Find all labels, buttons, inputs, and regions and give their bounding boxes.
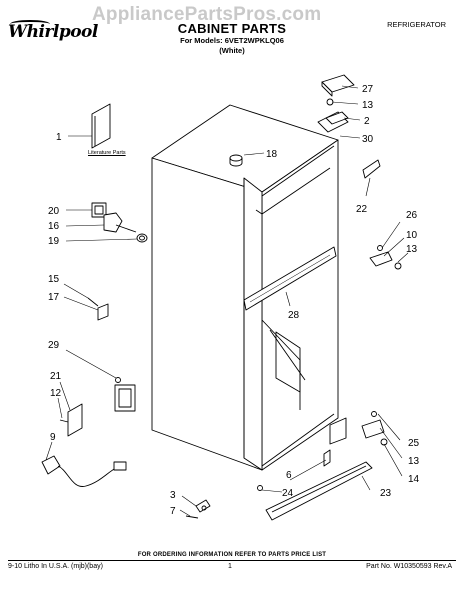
whirlpool-logo: Whirlpool (8, 22, 98, 42)
callout-label: 26 (406, 210, 418, 221)
bottom-hinge-part (361, 411, 388, 446)
callout-label: 29 (48, 340, 60, 351)
door-stop-part (362, 159, 381, 179)
callout-label: 10 (406, 230, 418, 241)
callout-label: 13 (408, 456, 420, 467)
cabinet-shell (114, 104, 349, 471)
page-number: 1 (228, 563, 232, 570)
color-note: (White) (219, 46, 245, 55)
side-cover-part (67, 403, 83, 437)
base-grille-part (265, 461, 373, 521)
document-part-number: Part No. W10350593 Rev.A (366, 563, 452, 570)
top-hinge-part (325, 111, 349, 125)
callout-label: 2 (364, 116, 370, 127)
callout-label: 27 (362, 84, 374, 95)
callout-label: 24 (282, 488, 294, 499)
whirlpool-logo-swoosh (10, 20, 50, 28)
callout-label: 15 (48, 274, 60, 285)
callout-label: 22 (356, 204, 368, 215)
screw-part (59, 419, 69, 423)
screw-part (115, 377, 121, 383)
callout-label: 14 (408, 474, 420, 485)
page-title: CABINET PARTS (177, 21, 287, 36)
callout-label: 28 (288, 310, 300, 321)
screw-part (257, 485, 263, 491)
callout-label: 16 (48, 221, 60, 232)
printing-info: 9-10 Litho In U.S.A. (mjb)(bay) (8, 563, 103, 570)
roller-part (185, 499, 211, 519)
callout-label: 3 (170, 490, 176, 501)
callout-label: 19 (48, 236, 60, 247)
callout-label: 23 (380, 488, 392, 499)
callout-label: 18 (266, 149, 278, 160)
callout-label: 6 (286, 470, 292, 481)
hinge-cover-part (321, 74, 355, 97)
leader-lines (45, 85, 409, 517)
bracket-part (323, 449, 331, 467)
literature-booklet-part (91, 103, 111, 149)
callout-label: 17 (48, 292, 60, 303)
callout-label: 20 (48, 206, 60, 217)
callout-label: 21 (50, 371, 62, 382)
callout-label: 25 (408, 438, 420, 449)
models-line: For Models: 6VET2WPKLQ06 (180, 36, 284, 45)
site-watermark: AppliancePartsPros.com (92, 4, 322, 25)
middle-hinge-part (369, 245, 402, 270)
callout-label: 7 (170, 506, 176, 517)
valve-part (91, 202, 148, 243)
callout-label: 13 (362, 100, 374, 111)
callout-label: 30 (362, 134, 374, 145)
ordering-note: FOR ORDERING INFORMATION REFER TO PARTS … (137, 552, 327, 558)
callout-label: 13 (406, 244, 418, 255)
power-cord-part (41, 455, 127, 487)
callout-label: 9 (50, 432, 56, 443)
clip-part (87, 297, 109, 321)
callout-label: 12 (50, 388, 62, 399)
callout-label: 1 (56, 132, 62, 143)
literature-parts-label: Literature Parts (88, 150, 126, 156)
appliance-category: REFRIGERATOR (387, 20, 446, 29)
plug-part (229, 154, 243, 167)
footer-divider (8, 560, 456, 561)
